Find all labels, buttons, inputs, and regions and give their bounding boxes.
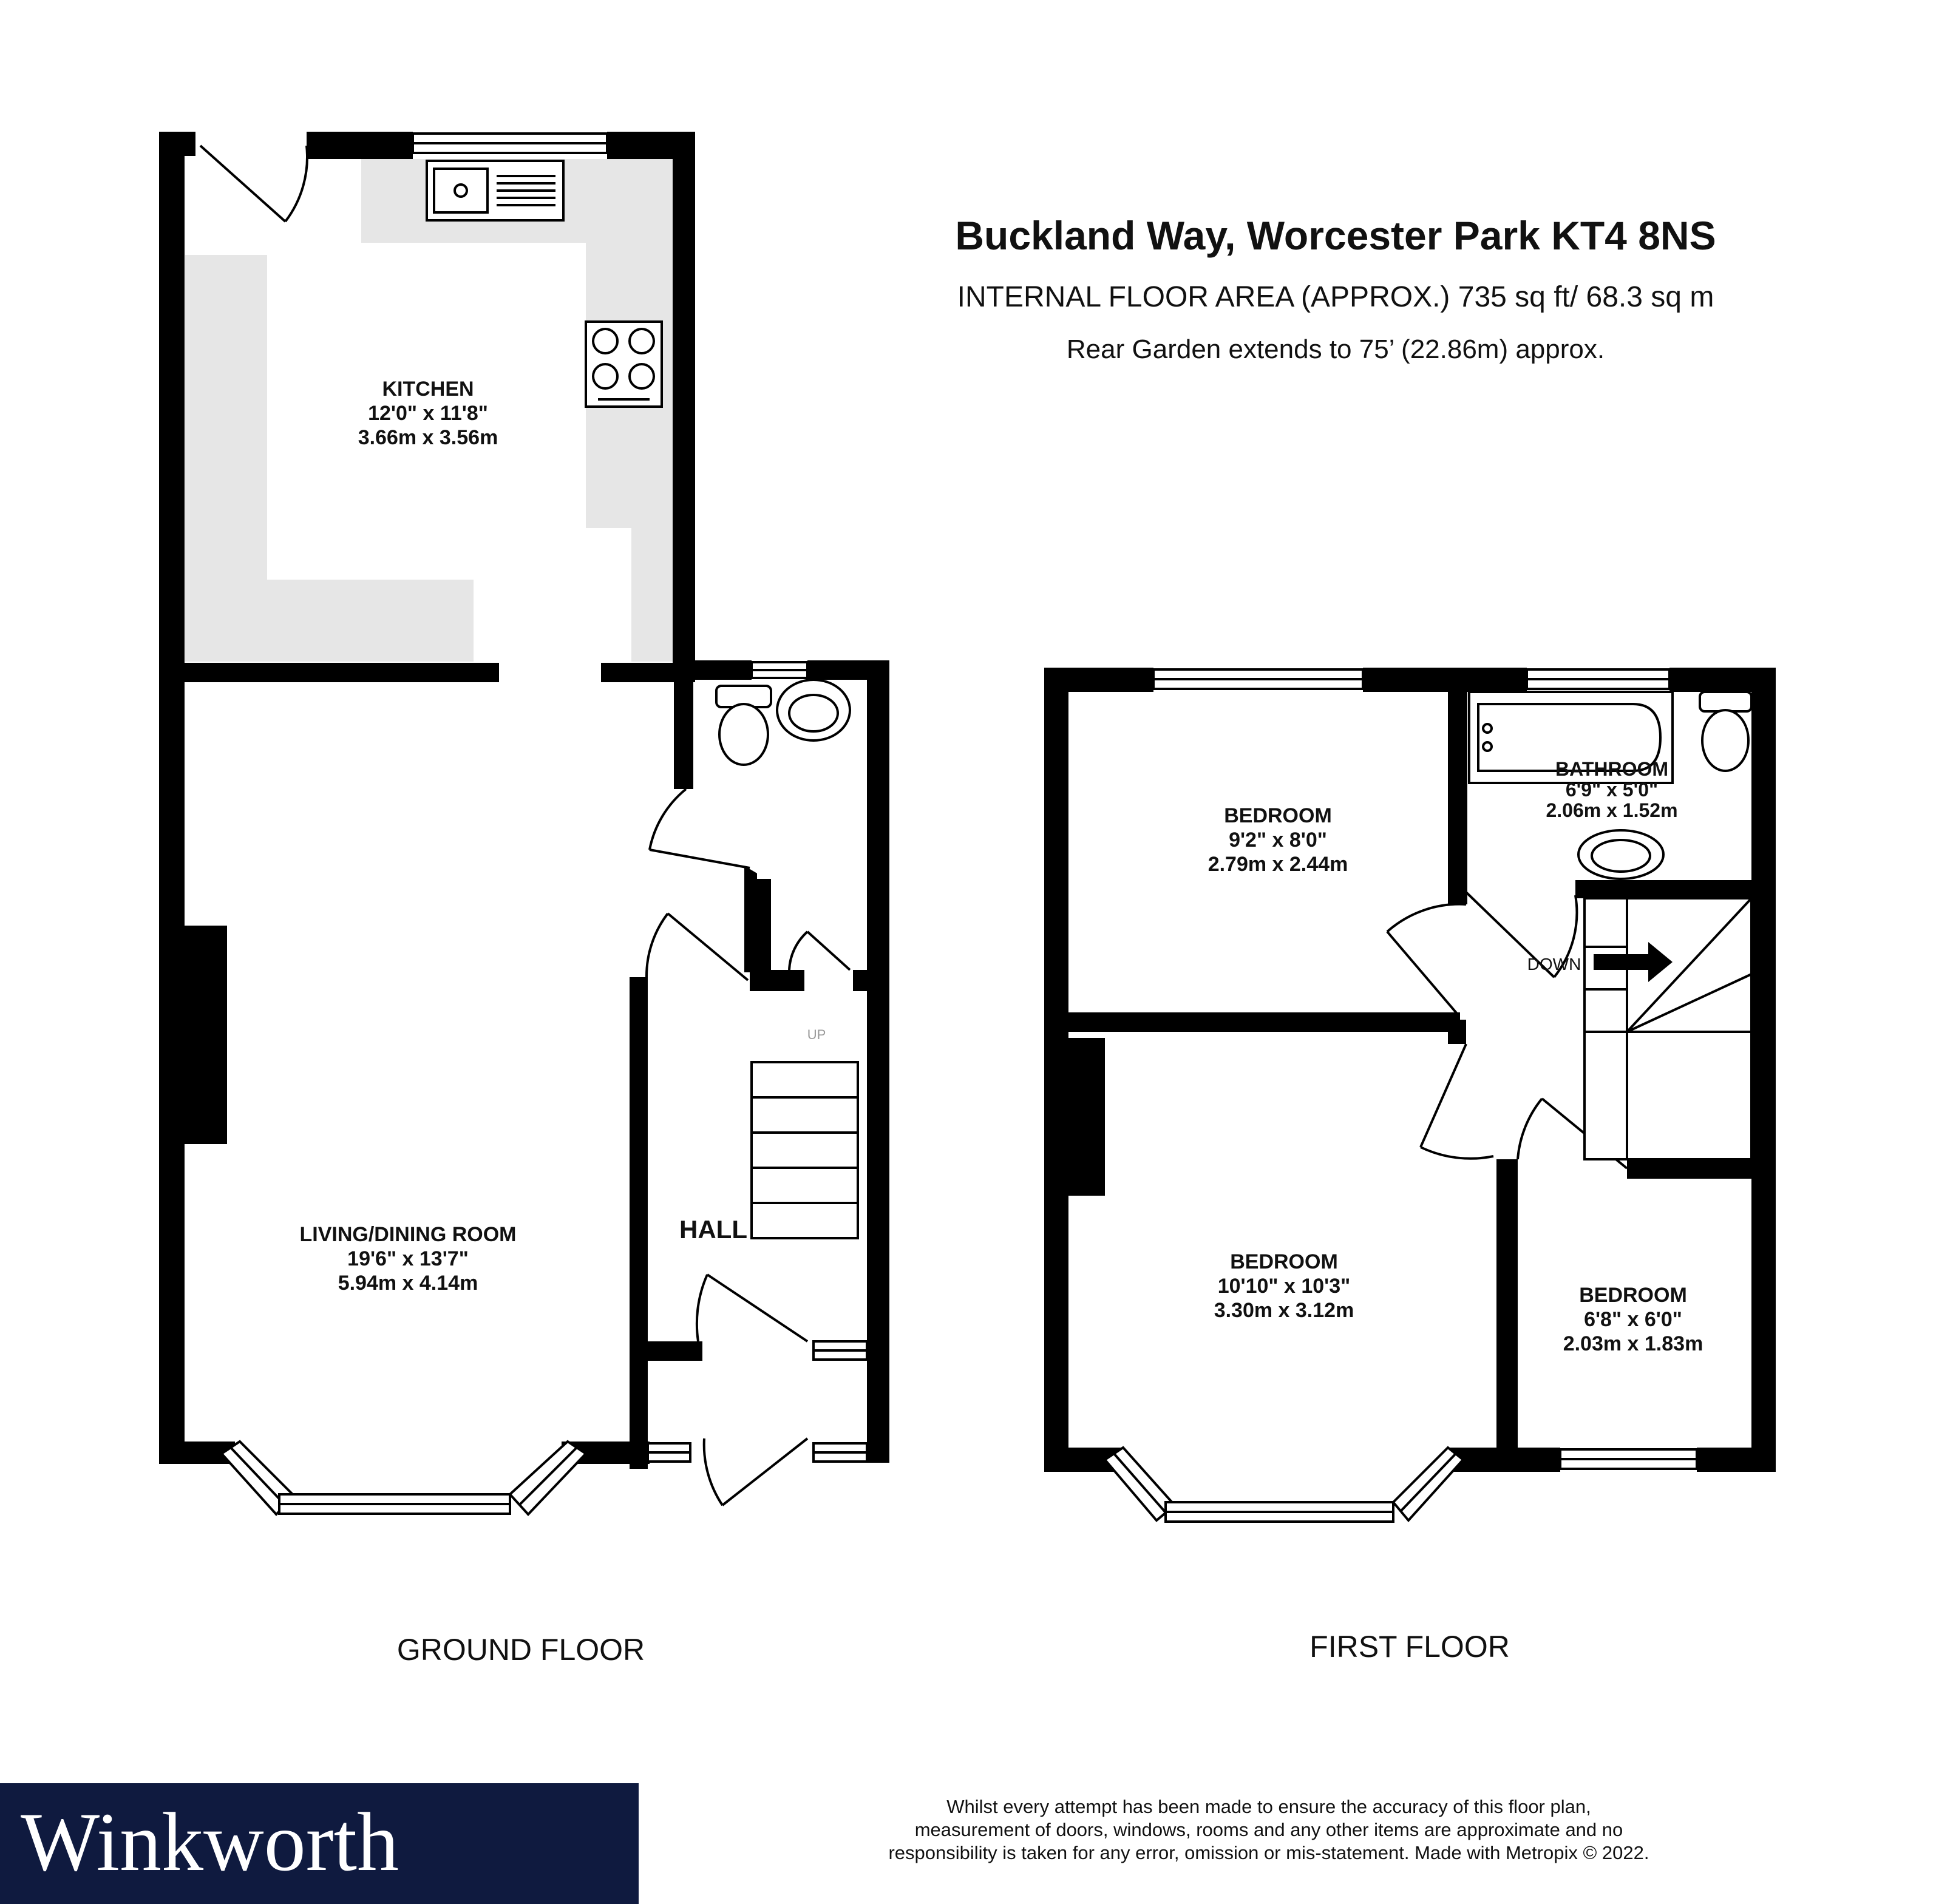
kitchen-worktops xyxy=(185,159,686,662)
bedroom-front-metric: 3.30m x 3.12m xyxy=(1214,1299,1354,1322)
first-floor-windows xyxy=(1152,668,1698,1470)
first-floor-walls xyxy=(1044,668,1776,1472)
kitchen-metric: 3.66m x 3.56m xyxy=(358,426,498,449)
first-floor-stairs xyxy=(1583,897,1753,1160)
brand-logo: Winkworth xyxy=(0,1783,639,1904)
disclaimer-line: Whilst every attempt has been made to en… xyxy=(946,1796,1591,1817)
stairs-down-arrow-icon xyxy=(1594,942,1673,982)
bathroom-metric: 2.06m x 1.52m xyxy=(1546,799,1677,821)
property-address-title: Buckland Way, Worcester Park KT4 8NS xyxy=(955,213,1716,258)
disclaimer-line: responsibility is taken for any error, o… xyxy=(888,1842,1649,1863)
bedroom-front-imperial: 10'10" x 10'3" xyxy=(1218,1275,1351,1298)
bathroom-imperial: 6'9" x 5'0" xyxy=(1566,779,1658,801)
first-floor-plan: DOWN BEDROOM 9'2" x 8'0" 2.79m x 2.44m B… xyxy=(1044,668,1776,1664)
bedroom-small-metric: 2.03m x 1.83m xyxy=(1563,1332,1703,1355)
wc-toilet-icon xyxy=(715,685,772,766)
stairs-up-label: UP xyxy=(807,1027,826,1042)
bedroom-rear-metric: 2.79m x 2.44m xyxy=(1208,853,1348,876)
brand-logo-text: Winkworth xyxy=(21,1795,399,1888)
first-floor-bay-window xyxy=(1103,1446,1465,1523)
ground-floor-stairs xyxy=(750,1061,859,1239)
disclaimer: Whilst every attempt has been made to en… xyxy=(813,1795,1724,1865)
hall-name: HALL xyxy=(679,1215,747,1244)
living-bay-window xyxy=(219,1440,588,1516)
rear-garden-note: Rear Garden extends to 75’ (22.86m) appr… xyxy=(1066,334,1605,364)
ground-floor-plan: UP KITCHEN 12'0" x 11'8" 3.66m x 3.56m L… xyxy=(159,132,889,1667)
bedroom-rear-imperial: 9'2" x 8'0" xyxy=(1229,828,1327,852)
first-floor-label: FIRST FLOOR xyxy=(1309,1630,1510,1664)
living-imperial: 19'6" x 13'7" xyxy=(347,1247,469,1270)
bedroom-small-name: BEDROOM xyxy=(1579,1284,1687,1307)
bedroom-rear-name: BEDROOM xyxy=(1224,804,1332,827)
bedroom-small-imperial: 6'8" x 6'0" xyxy=(1584,1308,1682,1331)
bathroom-name: BATHROOM xyxy=(1555,758,1668,780)
wc-basin-icon xyxy=(776,679,851,742)
bath-icon xyxy=(1468,691,1674,784)
bedroom-front-name: BEDROOM xyxy=(1230,1250,1338,1273)
kitchen-hob-icon xyxy=(585,320,663,408)
kitchen-imperial: 12'0" x 11'8" xyxy=(368,402,488,425)
bathroom-basin-icon xyxy=(1577,829,1665,880)
ground-floor-doors xyxy=(199,144,851,1506)
ground-floor-windows xyxy=(412,132,868,1463)
disclaimer-line: measurement of doors, windows, rooms and… xyxy=(914,1819,1623,1840)
kitchen-name: KITCHEN xyxy=(382,378,474,401)
ground-floor-label: GROUND FLOOR xyxy=(397,1633,645,1667)
bathroom-toilet-icon xyxy=(1699,691,1753,772)
stairs-down-label: DOWN xyxy=(1527,955,1581,974)
kitchen-sink-icon xyxy=(426,160,565,222)
living-name: LIVING/DINING ROOM xyxy=(300,1223,517,1246)
ground-floor-walls xyxy=(159,132,889,1469)
living-metric: 5.94m x 4.14m xyxy=(338,1272,478,1295)
internal-floor-area: INTERNAL FLOOR AREA (APPROX.) 735 sq ft/… xyxy=(957,281,1714,313)
